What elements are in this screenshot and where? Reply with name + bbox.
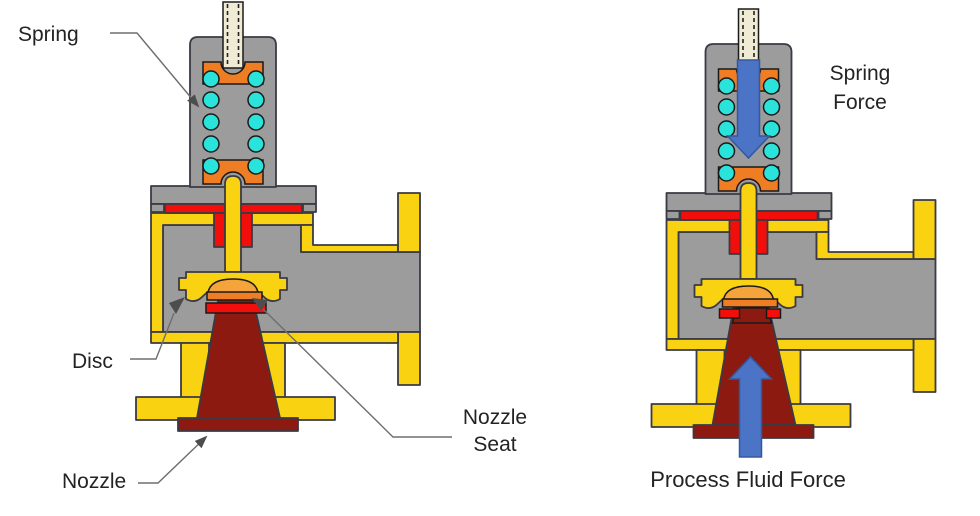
nozzle-seat-band (205, 302, 267, 314)
nozzle-seat-left (718, 308, 741, 319)
nozzle-seat-right (765, 308, 782, 319)
nozzle-label: Nozzle (62, 470, 127, 493)
nozzle-seat-label-line1: Nozzle (462, 406, 528, 429)
disc-label: Disc (72, 350, 113, 373)
spring-force-arrow (725, 59, 772, 160)
spring-leader-line (110, 32, 200, 108)
nozzle-seat-leader-line (262, 308, 452, 438)
process-fluid-force-arrow (727, 355, 774, 458)
nozzle-leader-line (138, 435, 208, 484)
spring-force-label-line2: Force (833, 91, 887, 114)
spring-force-label-line1: Spring (829, 62, 891, 85)
disc-leader-line (130, 312, 175, 360)
disc-pointer-arrowhead (169, 297, 185, 314)
nozzle-seat-label: Nozzle Seat (440, 404, 550, 458)
leader-lines (110, 32, 452, 484)
right-valve (650, 8, 937, 458)
process-fluid-force-label: Process Fluid Force (650, 467, 846, 492)
spring-force-label: Spring Force (810, 59, 910, 117)
nozzle-seat-label-line2: Seat (473, 433, 517, 456)
left-valve (135, 1, 421, 432)
seat-pointer-arrowhead (252, 298, 268, 311)
spring-label: Spring (18, 23, 79, 46)
